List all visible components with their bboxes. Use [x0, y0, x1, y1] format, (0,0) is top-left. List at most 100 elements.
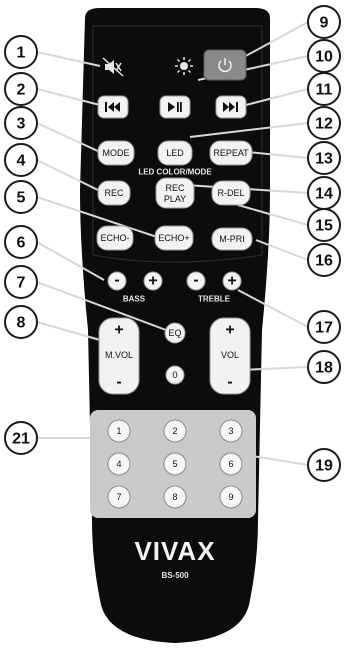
numpad-key-4[interactable]: 4: [108, 453, 130, 475]
callout-number: 12: [315, 116, 333, 133]
callout-8: 8: [5, 306, 37, 338]
rdel-button[interactable]: R-DEL: [212, 181, 250, 205]
numpad-key-label: 7: [116, 492, 121, 502]
treble-label: TREBLE: [198, 295, 231, 304]
mpri-label: M-PRI: [219, 234, 245, 244]
echo-minus-label: ECHO-: [101, 233, 130, 243]
numpad-key-label: 5: [172, 459, 177, 469]
next-button[interactable]: [216, 96, 246, 118]
numpad-key-label: 2: [172, 426, 177, 436]
callout-11: 11: [308, 73, 340, 105]
brightness-icon: [175, 57, 193, 75]
numpad-key-2[interactable]: 2: [164, 420, 186, 442]
callout-21: 21: [5, 422, 37, 454]
echo-plus-label: ECHO+: [158, 233, 189, 243]
callout-number: 3: [17, 116, 26, 133]
mvol-plus-sign: +: [114, 322, 123, 339]
callout-number: 4: [17, 153, 26, 170]
numpad-key-label: 4: [116, 459, 121, 469]
numpad-key-1[interactable]: 1: [108, 420, 130, 442]
numpad-key-9[interactable]: 9: [220, 486, 242, 508]
mvol-label: M.VOL: [105, 350, 133, 360]
callout-12: 12: [308, 107, 340, 139]
treble-plus-button[interactable]: +: [223, 272, 241, 290]
numpad-key-8[interactable]: 8: [164, 486, 186, 508]
eq-button[interactable]: EQ: [165, 323, 185, 343]
callout-16: 16: [308, 244, 340, 276]
vol-plus-sign: +: [225, 322, 234, 339]
repeat-button[interactable]: REPEAT: [210, 141, 252, 165]
numpad-key-label: 3: [228, 426, 233, 436]
treble-minus-button[interactable]: -: [187, 272, 205, 291]
callout-number: 13: [315, 151, 333, 168]
callout-number: 5: [17, 190, 26, 207]
numpad-key-3[interactable]: 3: [220, 420, 242, 442]
echo-plus-button[interactable]: ECHO+: [155, 226, 193, 250]
treble-minus-sign: -: [193, 272, 198, 289]
callout-4: 4: [5, 144, 37, 176]
master-volume-rocker[interactable]: + M.VOL -: [99, 318, 139, 394]
callout-number: 6: [17, 235, 26, 252]
numpad-key-label: 8: [172, 492, 177, 502]
rec-play-button[interactable]: REC PLAY: [156, 178, 194, 208]
callout-number: 15: [315, 218, 333, 235]
numpad-key-7[interactable]: 7: [108, 486, 130, 508]
mpri-button[interactable]: M-PRI: [212, 228, 252, 250]
led-button[interactable]: LED: [158, 141, 192, 165]
callout-3: 3: [5, 107, 37, 139]
volume-rocker[interactable]: + VOL -: [210, 318, 250, 394]
callout-5: 5: [5, 181, 37, 213]
rec-play-label-1: REC: [165, 183, 185, 193]
callout-number: 18: [315, 360, 333, 377]
callout-1: 1: [5, 36, 37, 68]
bass-minus-button[interactable]: -: [108, 272, 126, 291]
callout-number: 2: [17, 82, 26, 99]
callout-number: 8: [17, 315, 26, 332]
rec-play-label-2: PLAY: [164, 194, 186, 204]
callout-10: 10: [308, 40, 340, 72]
callout-number: 14: [315, 186, 333, 203]
rec-button[interactable]: REC: [98, 181, 130, 205]
power-button[interactable]: [204, 50, 246, 80]
numpad: 1 2 3 4 5 6 7 8 9: [108, 420, 242, 508]
model-label: BS-500: [161, 571, 189, 580]
treble-plus-sign: +: [227, 273, 236, 290]
callout-number: 7: [17, 275, 26, 292]
mode-button[interactable]: MODE: [98, 141, 134, 165]
prev-button[interactable]: [98, 96, 128, 118]
callout-6: 6: [5, 226, 37, 258]
zero-button[interactable]: 0: [166, 366, 184, 384]
bass-label: BASS: [123, 295, 146, 304]
callout-17: 17: [308, 311, 340, 343]
callout-number: 21: [12, 431, 30, 448]
zero-label: 0: [172, 370, 177, 380]
callout-2: 2: [5, 73, 37, 105]
mode-label: MODE: [103, 148, 130, 158]
callout-18: 18: [308, 351, 340, 383]
echo-minus-button[interactable]: ECHO-: [97, 226, 133, 250]
callout-number: 1: [17, 45, 26, 62]
bass-plus-button[interactable]: +: [144, 272, 162, 290]
play-pause-button[interactable]: [160, 96, 190, 118]
callout-number: 9: [320, 15, 329, 32]
mvol-minus-sign: -: [116, 374, 121, 391]
callout-7: 7: [5, 266, 37, 298]
brightness-button[interactable]: [175, 57, 193, 75]
callout-number: 19: [315, 458, 333, 475]
callout-13: 13: [308, 142, 340, 174]
callout-number: 10: [315, 49, 333, 66]
numpad-key-6[interactable]: 6: [220, 453, 242, 475]
callout-number: 11: [316, 82, 333, 99]
led-label: LED: [166, 148, 184, 158]
vol-minus-sign: -: [227, 374, 232, 391]
eq-label: EQ: [168, 328, 181, 338]
numpad-key-label: 1: [116, 426, 121, 436]
numpad-key-5[interactable]: 5: [164, 453, 186, 475]
callout-9: 9: [308, 6, 340, 38]
callout-number: 17: [315, 320, 333, 337]
bass-minus-sign: -: [114, 272, 119, 289]
rec-label: REC: [104, 188, 124, 198]
callout-14: 14: [308, 177, 340, 209]
brand-logo: VIVAX: [134, 536, 215, 566]
